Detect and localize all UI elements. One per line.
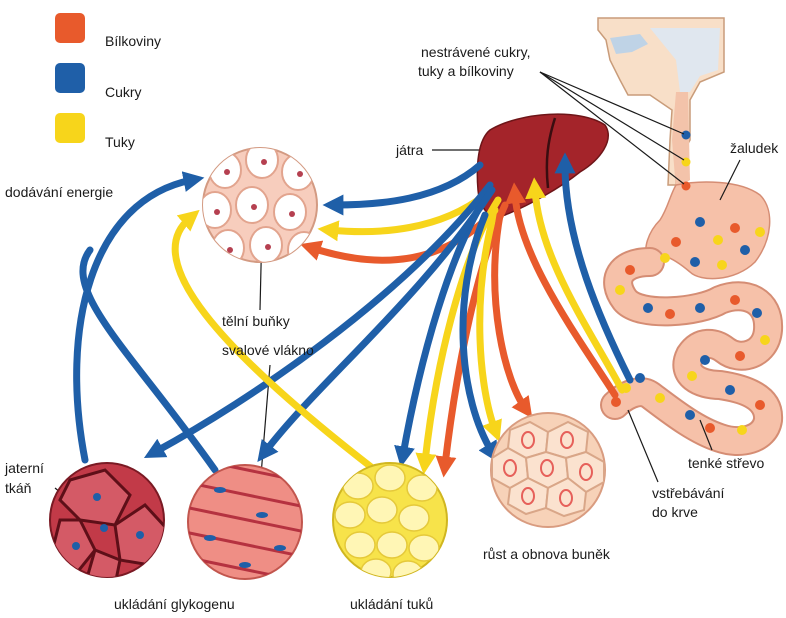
absorption-label-line1: vstřebávání	[652, 485, 724, 502]
liver-label: játra	[396, 142, 423, 159]
stomach-label: žaludek	[730, 140, 778, 157]
muscle-fiber-label: svalové vlákno	[222, 342, 314, 359]
body-cells-label: tělní buňky	[222, 313, 290, 330]
liver-tissue-label-line2: tkáň	[5, 480, 31, 497]
legend-label-protein: Bílkoviny	[105, 33, 161, 50]
legend-label-fat: Tuky	[105, 134, 135, 151]
fat-storage-circle	[333, 463, 447, 587]
undigested-label-line1: nestrávené cukry,	[421, 44, 530, 61]
legend-swatch-protein	[55, 13, 85, 43]
legend-swatch-fat	[55, 113, 85, 143]
head-silhouette	[598, 18, 724, 190]
liver-tissue-label-line1: jaterní	[5, 460, 44, 477]
growth-cells-circle	[491, 413, 605, 527]
growth-label: růst a obnova buněk	[483, 546, 610, 563]
absorption-label-line2: do krve	[652, 504, 698, 521]
undigested-label-line2: tuky a bílkoviny	[418, 63, 514, 80]
muscle-fiber-circle	[175, 455, 320, 585]
small-intestine-label: tenké střevo	[688, 455, 764, 472]
legend-swatch-sugar	[55, 63, 85, 93]
liver-tissue-circle	[50, 463, 168, 585]
body-cells-circle	[199, 142, 320, 268]
fat-storage-label: ukládání tuků	[350, 596, 433, 613]
legend-label-sugar: Cukry	[105, 84, 142, 101]
energy-supply-label: dodávání energie	[5, 184, 113, 201]
glycogen-storage-label: ukládání glykogenu	[114, 596, 235, 613]
